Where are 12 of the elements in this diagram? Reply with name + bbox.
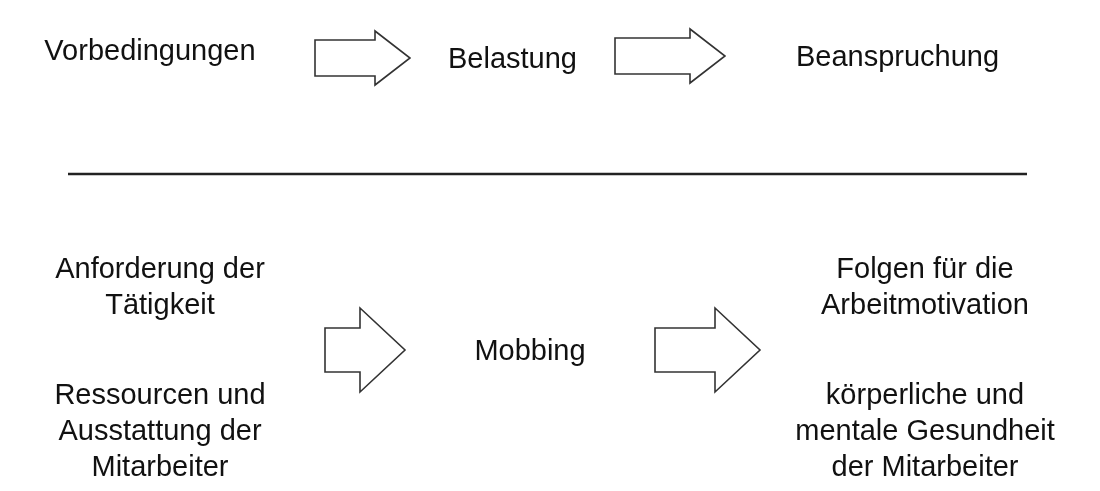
node-label: körperliche und mentale Gesundheit der Mitarbeiter <box>794 377 1056 484</box>
node-label: Ressourcen und Ausstattung der Mitarbeiter <box>53 377 267 484</box>
node-label: Vorbedingungen <box>44 33 256 68</box>
node-label: Beanspruchung <box>795 39 1000 74</box>
block-arrow <box>324 306 407 394</box>
node-label: Mobbing <box>474 333 586 368</box>
node-label: Anforderung der Tätigkeit <box>54 251 266 322</box>
block-arrow <box>654 306 762 394</box>
block-arrow <box>314 29 412 87</box>
node-label: Folgen für die Arbeitmotivation <box>820 251 1030 322</box>
node-label: Belastung <box>448 41 577 76</box>
block-arrow <box>614 27 727 85</box>
